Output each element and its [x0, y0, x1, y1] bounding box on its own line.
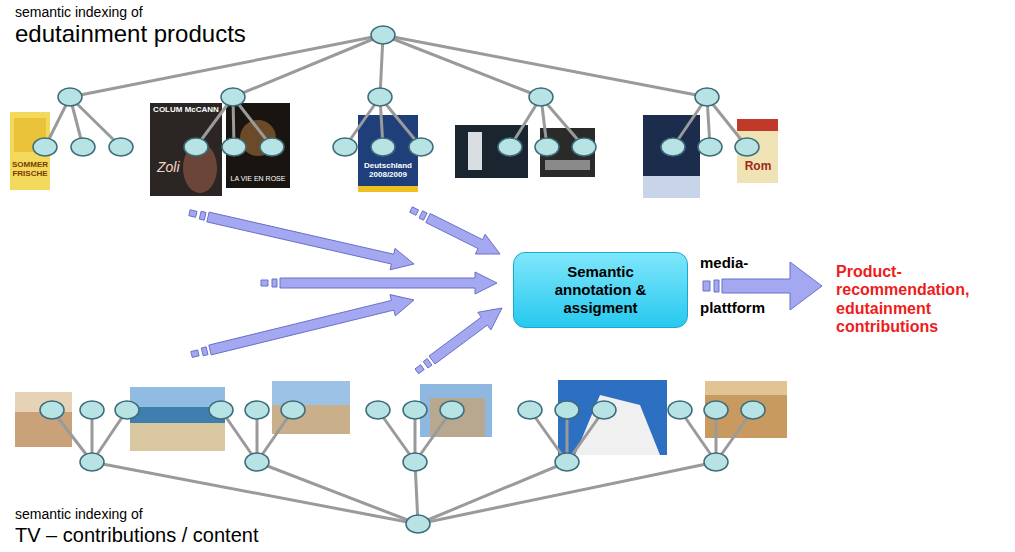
cover-text: SOMMER FRISCHE: [11, 160, 49, 178]
index-point: [535, 138, 559, 156]
index-point: [80, 453, 104, 471]
flow-arrow: [191, 350, 199, 358]
index-point: [115, 401, 139, 419]
flow-arrow: [189, 210, 197, 218]
photo: [420, 384, 492, 437]
index-point: [371, 26, 395, 44]
index-point: [221, 88, 245, 106]
flow-arrow: [207, 212, 414, 270]
tree-line: [233, 35, 383, 97]
index-point: [366, 401, 390, 419]
flow-arrow: [419, 211, 427, 220]
index-point: [368, 88, 392, 106]
index-point: [80, 401, 104, 419]
index-point: [281, 401, 305, 419]
index-point: [529, 88, 553, 106]
photo-part: [705, 381, 787, 395]
index-trees: [33, 26, 765, 533]
platform-label: plattform: [700, 299, 765, 316]
index-point: [440, 401, 464, 419]
tree-line: [383, 35, 707, 97]
index-point: [698, 138, 722, 156]
flow-arrow: [261, 280, 268, 286]
platform-label: media-: [700, 254, 748, 271]
tree-line: [257, 462, 418, 524]
flow-arrow: [426, 214, 500, 255]
flow-arrow: [714, 280, 719, 292]
flow-arrows: [189, 207, 822, 374]
index-point: [40, 401, 64, 419]
result-label: Product- recommendation, edutainment con…: [836, 263, 996, 337]
index-point: [555, 401, 579, 419]
cover-stripe: [358, 186, 418, 192]
section-title: edutainment products: [15, 20, 246, 48]
index-point: [741, 401, 765, 419]
cover-picture: [545, 160, 590, 170]
book-cover: [643, 115, 700, 198]
flow-arrow: [201, 347, 208, 356]
cover-band: [737, 119, 778, 131]
index-point: [371, 138, 395, 156]
index-point: [704, 453, 728, 471]
cover-text: Deutschland 2008/2009: [360, 161, 416, 179]
section-subtitle: semantic indexing of: [15, 4, 143, 20]
index-point: [109, 138, 133, 156]
flow-arrow: [272, 279, 277, 287]
photo-part: [130, 387, 225, 407]
section-subtitle: semantic indexing of: [15, 506, 143, 522]
index-point: [406, 515, 430, 533]
tree-line: [418, 462, 567, 524]
box-label: Semantic annotation & assigment: [542, 263, 660, 317]
tree-line: [383, 35, 541, 97]
index-point: [403, 401, 427, 419]
index-point: [333, 138, 357, 156]
index-point: [518, 401, 542, 419]
index-point: [735, 138, 759, 156]
index-point: [245, 401, 269, 419]
flow-arrow: [703, 281, 710, 291]
cover-text: Zoli: [157, 159, 180, 175]
flow-arrow: [410, 207, 419, 216]
cover-text: LA VIE EN ROSE: [228, 175, 288, 183]
index-point: [209, 401, 233, 419]
index-point: [704, 401, 728, 419]
flow-arrow: [423, 359, 432, 368]
index-point: [260, 138, 284, 156]
flow-arrow: [415, 365, 424, 374]
index-point: [222, 138, 246, 156]
index-point: [572, 138, 596, 156]
index-point: [592, 401, 616, 419]
product-covers: [10, 103, 778, 198]
index-point: [409, 138, 433, 156]
cover-picture: [468, 132, 482, 170]
index-point: [555, 453, 579, 471]
index-point: [33, 138, 57, 156]
cover-text: COLUM McCANN: [152, 105, 220, 114]
section-title: TV – contributions / content: [15, 524, 258, 547]
cover-picture: [643, 176, 700, 198]
index-point: [71, 138, 95, 156]
photo: [15, 392, 72, 447]
index-point: [661, 138, 685, 156]
cover-text: Rom: [739, 160, 777, 174]
flow-arrow: [429, 308, 502, 364]
photo: [130, 387, 225, 451]
flow-arrow: [209, 295, 414, 355]
flow-arrow: [199, 211, 206, 220]
index-point: [695, 88, 719, 106]
index-point: [184, 138, 208, 156]
index-point: [498, 138, 522, 156]
index-point: [245, 453, 269, 471]
flow-arrow: [280, 272, 497, 294]
index-point: [668, 401, 692, 419]
photo-part: [575, 395, 660, 455]
book-cover: [150, 103, 222, 196]
process-box: Semantic annotation & assigment: [513, 252, 688, 328]
index-point: [58, 88, 82, 106]
index-point: [403, 453, 427, 471]
book-cover: [358, 115, 418, 192]
